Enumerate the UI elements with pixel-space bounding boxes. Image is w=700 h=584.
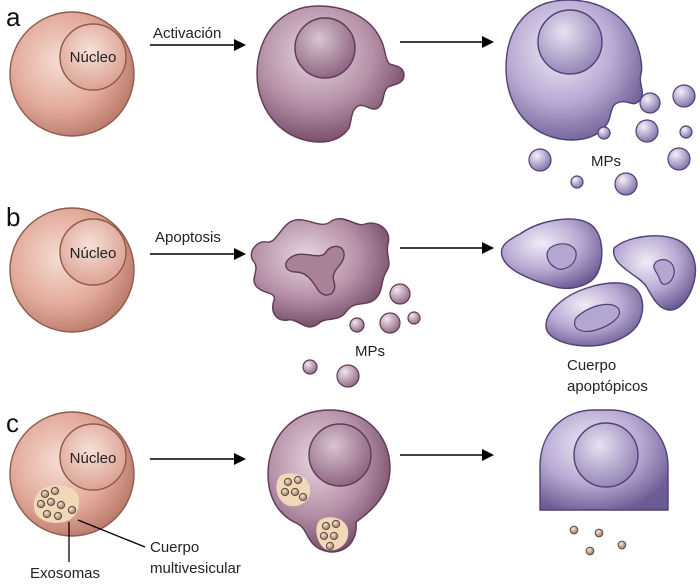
row-c-mvb-1-exosomes xyxy=(280,475,308,502)
apoptotic-body-3 xyxy=(545,282,644,347)
row-b-microparticles xyxy=(302,283,421,388)
row-a-mps-label: MPs xyxy=(591,153,621,170)
row-c-activated-nucleus xyxy=(308,423,372,487)
apoptotic-body-1 xyxy=(500,218,603,290)
row-b-apoptotic-cell xyxy=(250,217,390,328)
row-a-nucleus-label: Núcleo xyxy=(70,49,117,66)
row-c-late-cell xyxy=(539,409,669,511)
row-a-letter: a xyxy=(6,2,21,32)
row-b-resting-cell: Núcleo xyxy=(9,207,135,333)
row-c-activated-cell xyxy=(267,409,391,553)
row-c-resting-cell: Núcleo xyxy=(9,411,135,537)
row-b-nucleus xyxy=(59,218,127,286)
row-a-microparticles xyxy=(528,84,696,196)
mvb-leader-line xyxy=(77,519,146,548)
apoptotic-body-2 xyxy=(613,235,697,311)
row-b-bodies-label-1: Cuerpo xyxy=(567,357,616,374)
row-a-resting-cell: Núcleo xyxy=(9,11,135,137)
row-c-released-exosomes xyxy=(569,525,627,556)
row-b-bodies-label-2: apoptópicos xyxy=(567,378,648,395)
row-b-condensed-nucleus xyxy=(285,245,345,296)
row-a-late-cell xyxy=(505,0,643,141)
row-a-late-nucleus xyxy=(537,9,603,75)
row-b-process-label: Apoptosis xyxy=(155,229,221,246)
row-c-nucleus-label: Núcleo xyxy=(70,450,117,467)
row-a-nucleus xyxy=(59,23,127,91)
row-b-nucleus-label: Núcleo xyxy=(70,245,117,262)
row-a-process-label: Activación xyxy=(153,25,221,42)
row-b-apoptotic-bodies xyxy=(500,218,697,347)
row-a-activated-cell xyxy=(256,5,405,143)
row-c-mvb-label-1: Cuerpo xyxy=(150,539,199,556)
row-c-exosomes xyxy=(36,486,77,521)
row-c-exosomes-label: Exosomas xyxy=(30,565,100,582)
row-c-mvb-label-2: multivesicular xyxy=(150,560,241,577)
row-c-late-nucleus xyxy=(573,422,639,488)
row-b-mps-label: MPs xyxy=(355,343,385,360)
row-c-nucleus xyxy=(59,423,127,491)
row-c-letter: c xyxy=(6,408,19,438)
row-a-activated-nucleus xyxy=(294,17,356,79)
row-b-letter: b xyxy=(6,202,20,232)
row-c-mvb-2-exosomes xyxy=(319,519,341,551)
